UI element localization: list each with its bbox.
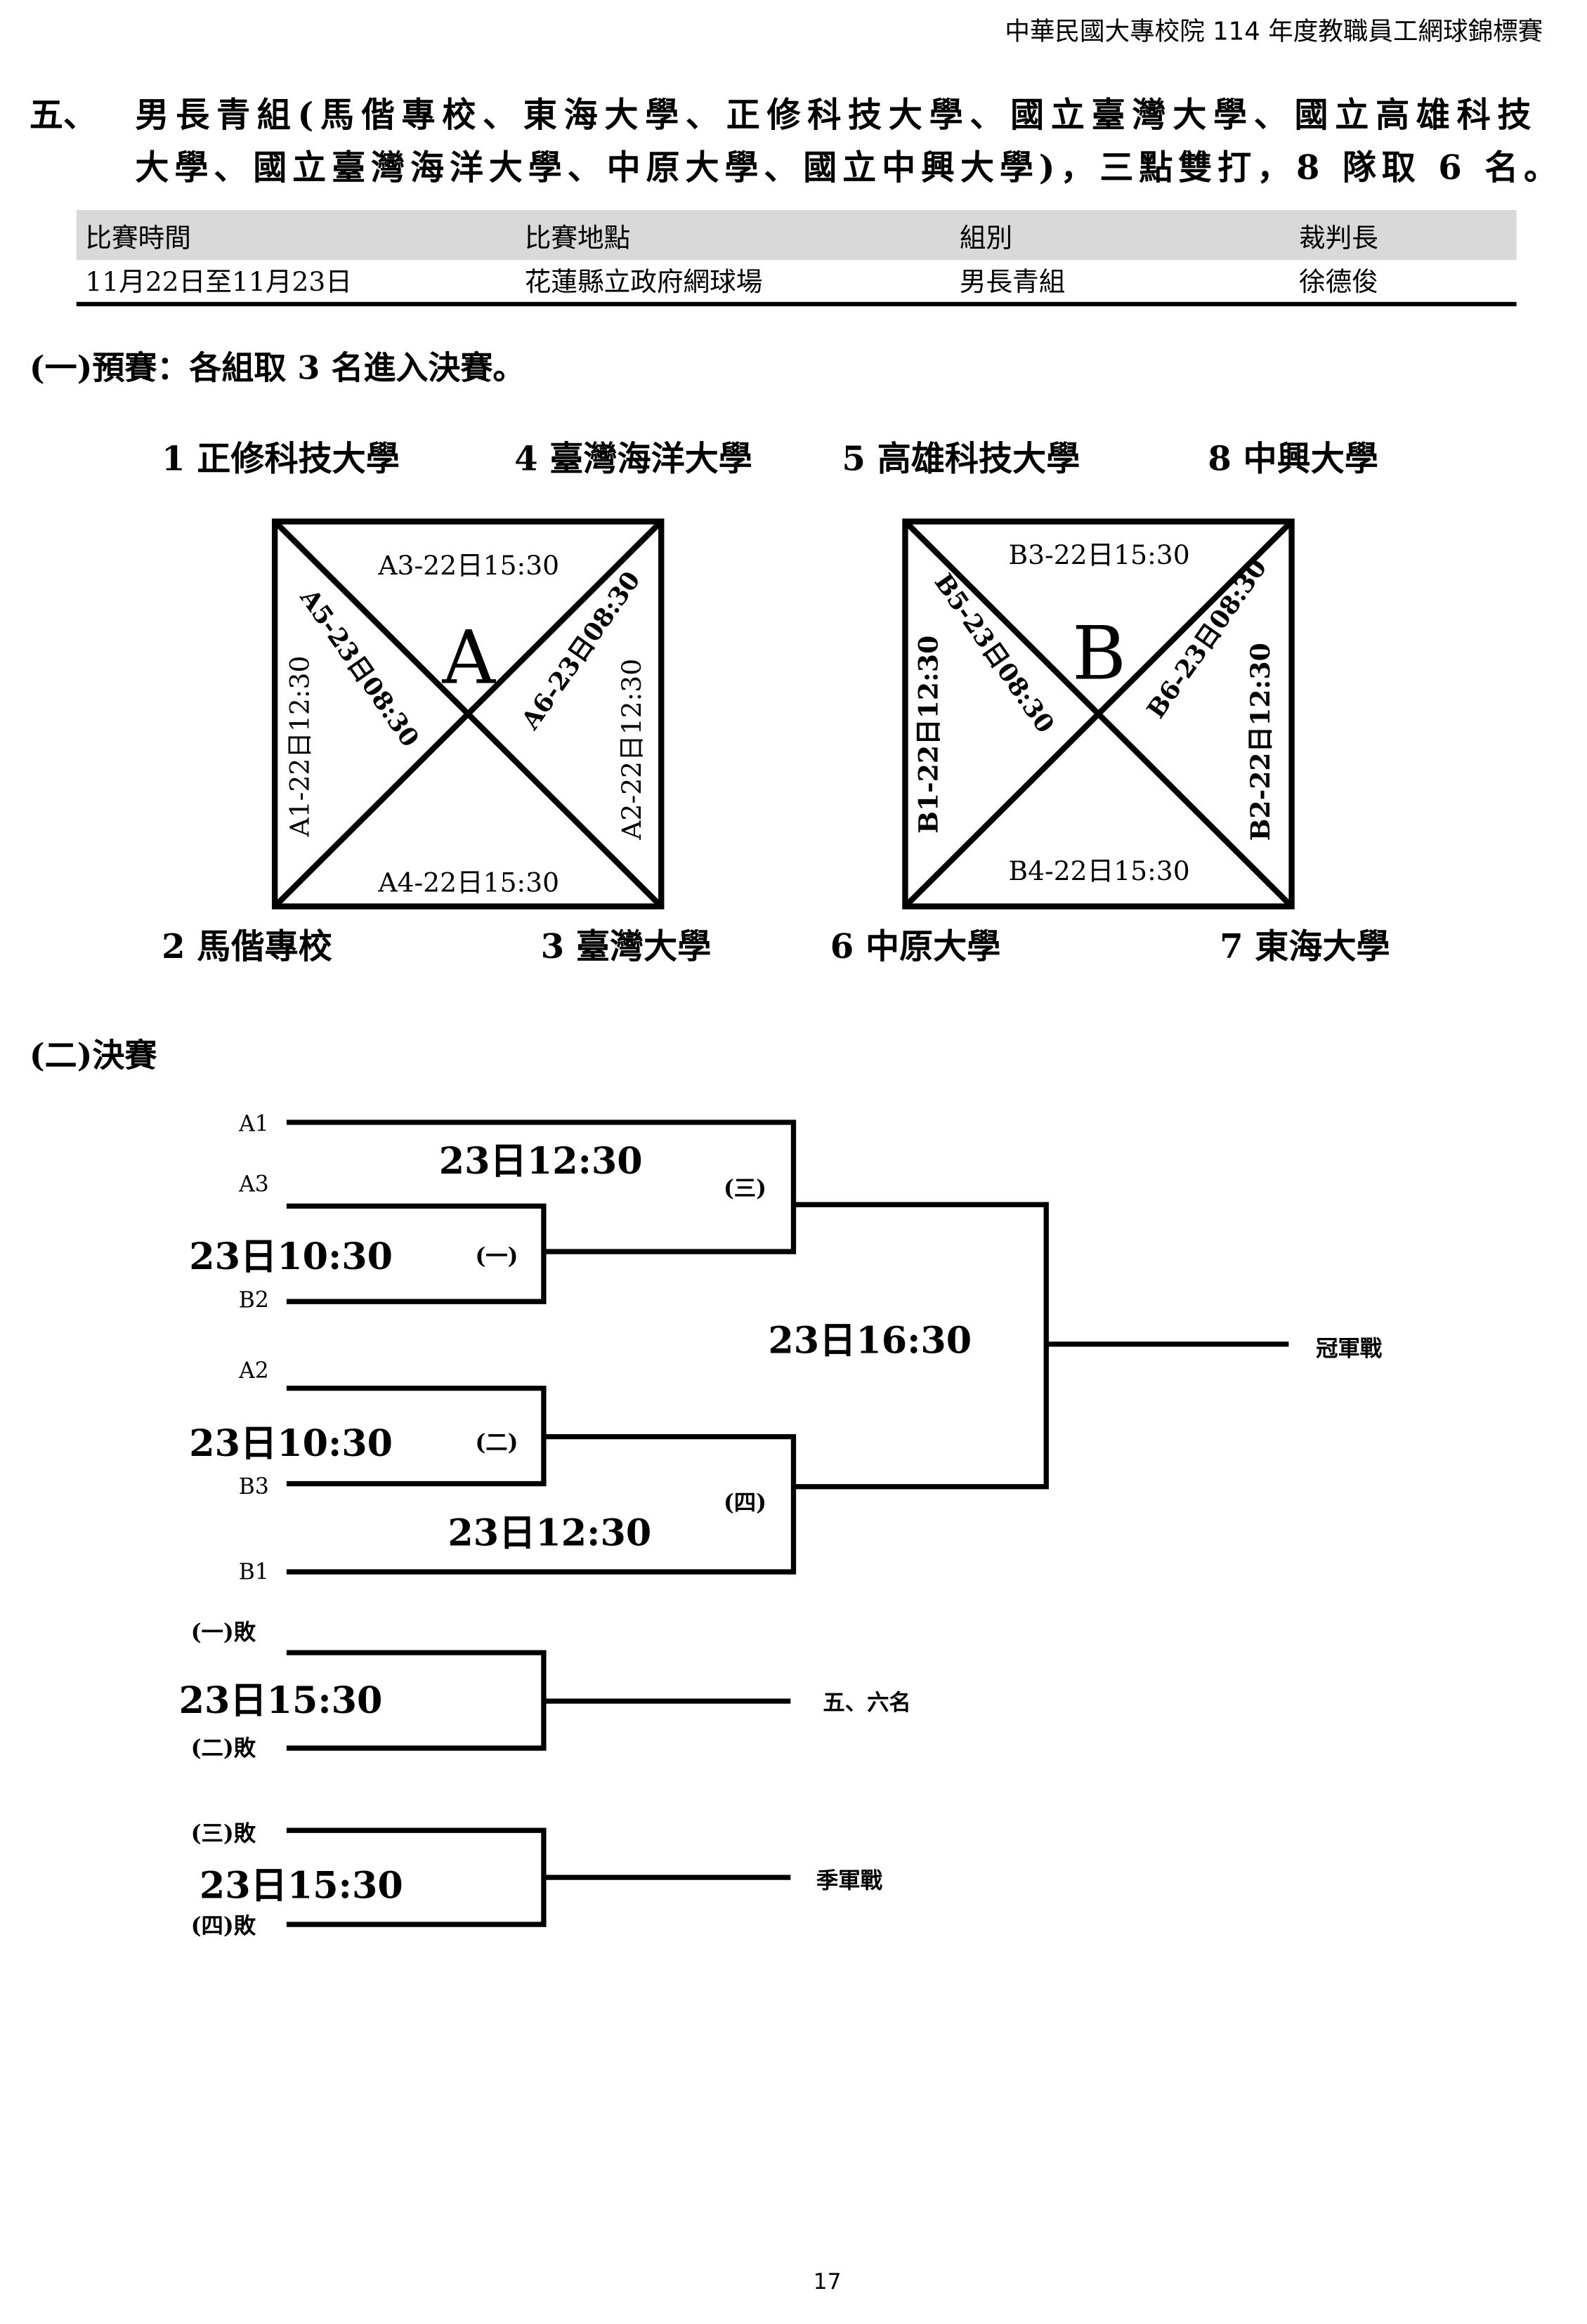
fifth-place-label: 五、六名 — [823, 1691, 910, 1716]
table-cell-division: 男長青組 — [960, 266, 1066, 297]
match-a4: A4-22日15:30 — [377, 867, 559, 898]
team-5: 5 高雄科技大學 — [842, 439, 1080, 478]
match1-label: (一) — [475, 1244, 518, 1269]
table-cell-time: 11月22日至11月23日 — [85, 266, 352, 297]
team-6: 6 中原大學 — [830, 927, 1001, 966]
match4-label: (四) — [724, 1490, 766, 1516]
group-b-diagonal — [903, 519, 1294, 909]
table-header-referee: 裁判長 — [1299, 222, 1378, 253]
team-2: 2 馬偕專校 — [162, 927, 332, 966]
group-a-diagram: A A3-22日15:30 A4-22日15:30 A1-22日12:30 A2… — [271, 518, 665, 910]
table-cell-venue: 花蓮縣立政府網球場 — [525, 266, 763, 297]
match1-time: 23日10:30 — [189, 1235, 393, 1278]
table-cell-referee: 徐德俊 — [1299, 266, 1378, 297]
fifth-in2: (二)敗 — [191, 1736, 256, 1761]
match3-label: (三) — [724, 1176, 766, 1202]
seed-a2: A2 — [238, 1358, 269, 1384]
match-a1: A1-22日12:30 — [284, 656, 315, 838]
seed-a3: A3 — [238, 1171, 269, 1197]
section-title-line2: 大學、國立臺灣海洋大學、中原大學、國立中興大學)，三點雙打，8 隊取 6 名。 — [135, 148, 1557, 188]
third-place-label: 季軍戰 — [816, 1868, 883, 1893]
third-place-time: 23日15:30 — [200, 1864, 403, 1907]
seed-b2: B2 — [239, 1288, 269, 1313]
fifth-in1: (一)敗 — [191, 1620, 256, 1645]
match2-time: 23日10:30 — [189, 1422, 393, 1465]
table-header-division: 組別 — [960, 222, 1012, 253]
seed-a1: A1 — [238, 1112, 269, 1137]
third-in1: (三)敗 — [191, 1821, 256, 1846]
team-7: 7 東海大學 — [1220, 927, 1390, 966]
page-number: 17 — [814, 2269, 842, 2295]
match-b2: B2-22日12:30 — [1245, 643, 1276, 841]
match3-time: 23日12:30 — [439, 1140, 643, 1183]
group-b-label: B — [1072, 610, 1126, 696]
match4-time: 23日12:30 — [448, 1511, 651, 1554]
fifth-place-time: 23日15:30 — [179, 1679, 383, 1722]
match-a2: A2-22日12:30 — [616, 659, 647, 841]
section-number: 五、 — [30, 96, 97, 135]
championship-label: 冠軍戰 — [1316, 1337, 1383, 1362]
prelim-heading: (一)預賽：各組取 3 名進入決賽。 — [30, 349, 525, 387]
match2-label: (二) — [475, 1430, 518, 1455]
info-table: 比賽時間 比賽地點 組別 裁判長 11月22日至11月23日 花蓮縣立政府網球場… — [76, 210, 1517, 307]
table-header-bg — [76, 210, 1517, 261]
team-4: 4 臺灣海洋大學 — [514, 439, 752, 478]
match-a3: A3-22日15:30 — [377, 550, 559, 581]
third-in2: (四)敗 — [191, 1914, 256, 1939]
match-b3: B3-22日15:30 — [1008, 539, 1189, 570]
team-1: 1 正修科技大學 — [162, 439, 400, 478]
finals-heading: (二)決賽 — [30, 1037, 157, 1075]
group-a-diagonal — [273, 519, 664, 909]
section-title-line1: 男長青組(馬偕專校、東海大學、正修科技大學、國立臺灣大學、國立高雄科技 — [135, 96, 1531, 135]
table-header-time: 比賽時間 — [85, 222, 191, 253]
team-8: 8 中興大學 — [1208, 439, 1378, 478]
group-a-label: A — [441, 615, 496, 701]
group-b-diagram: B B3-22日15:30 B4-22日15:30 B1-22日12:30 B2… — [902, 518, 1295, 910]
finals-bracket: A1 A3 B2 A2 B3 B1 23日12:30 23日10:30 23日1… — [179, 1112, 1383, 1939]
match-b4: B4-22日15:30 — [1008, 855, 1189, 886]
table-header-venue: 比賽地點 — [525, 222, 631, 253]
seed-b3: B3 — [239, 1474, 269, 1499]
seed-b1: B1 — [239, 1560, 269, 1585]
final-time: 23日16:30 — [768, 1319, 972, 1362]
header-title: 中華民國大專校院 114 年度教職員工網球錦標賽 — [1005, 17, 1543, 46]
match-b1: B1-22日12:30 — [913, 636, 943, 834]
group-b-box — [902, 518, 1295, 910]
prelim-teams: 1 正修科技大學 4 臺灣海洋大學 5 高雄科技大學 8 中興大學 2 馬偕專校… — [162, 439, 1390, 966]
bracket-lines — [286, 1120, 1289, 1927]
group-a-box — [271, 518, 665, 910]
team-3: 3 臺灣大學 — [541, 927, 712, 966]
